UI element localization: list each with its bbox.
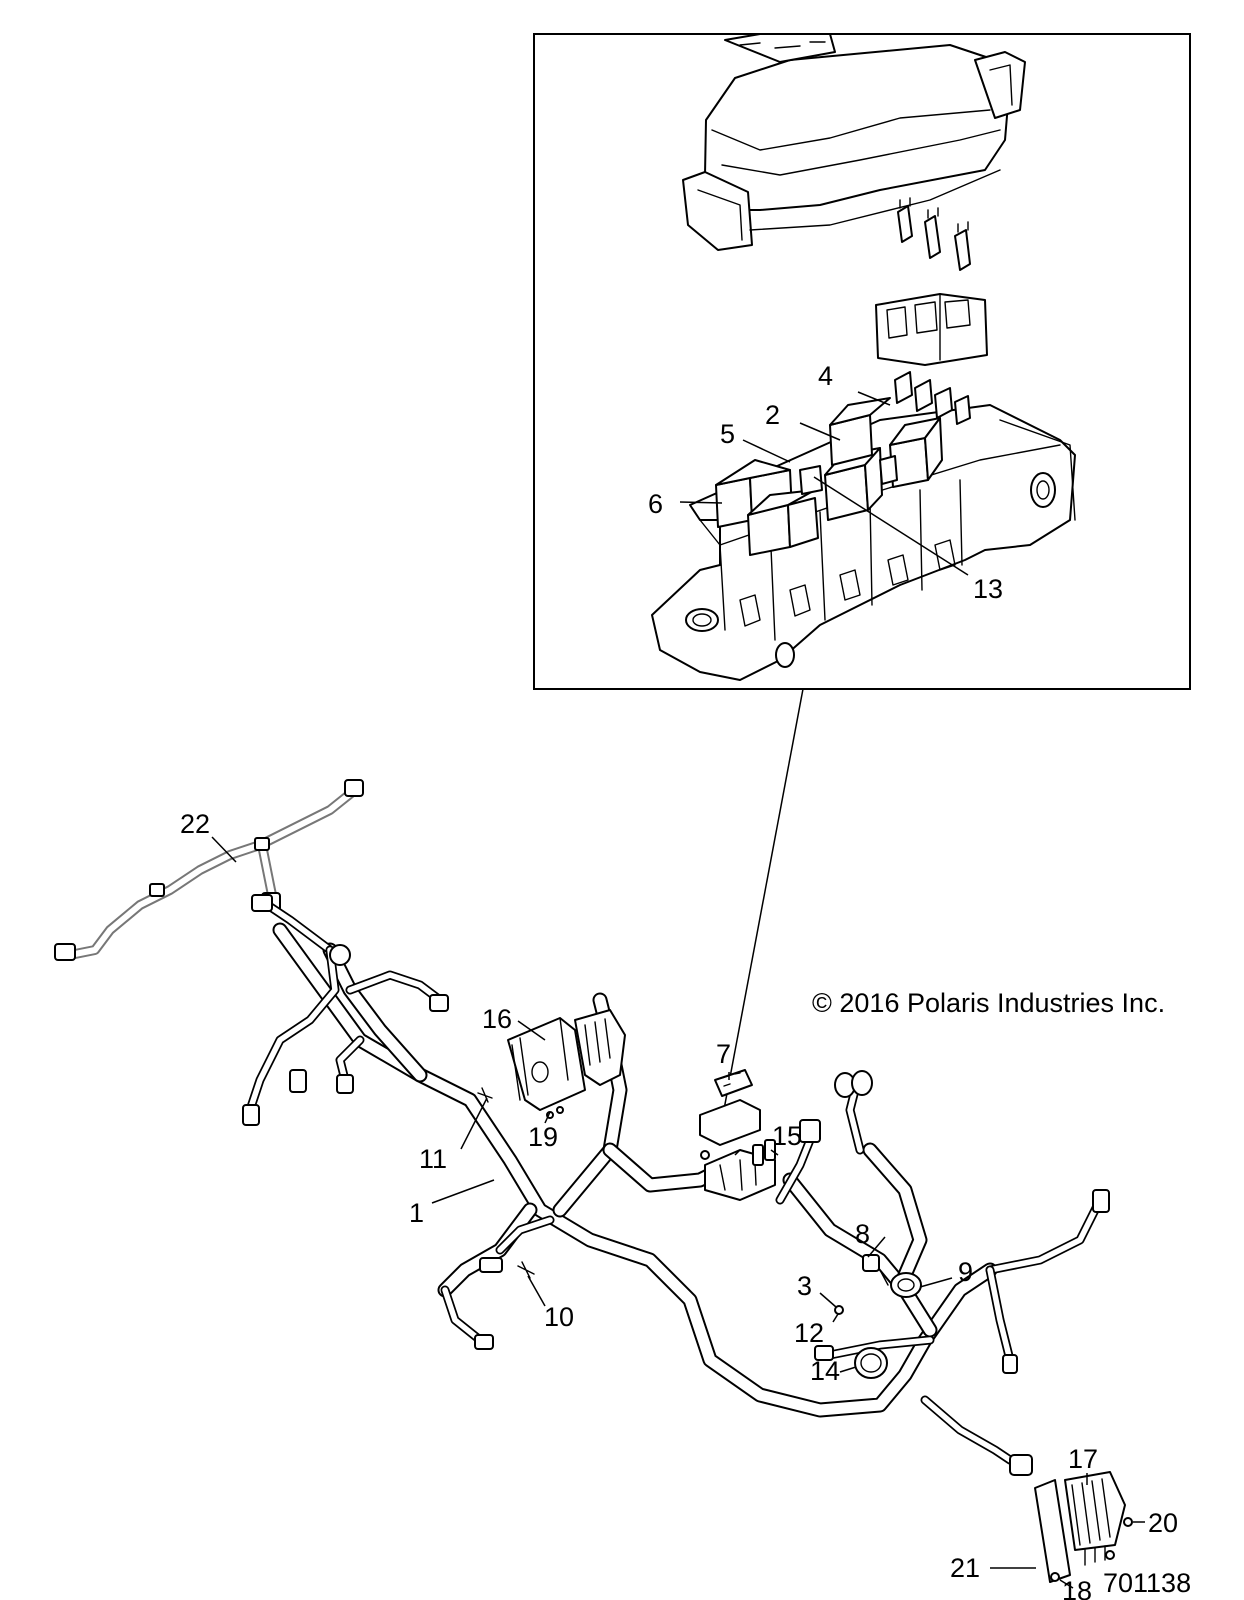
figure-number: 701138 xyxy=(1103,1568,1191,1598)
sub-harness-22 xyxy=(54,779,364,961)
callout-3: 3 xyxy=(797,1271,812,1301)
callout-labels: 4 2 5 6 13 22 16 7 15 11 19 1 8 9 3 10 1… xyxy=(180,361,1178,1600)
fuse-holder-block xyxy=(875,293,988,366)
callout-22: 22 xyxy=(180,809,210,839)
fuse-box-inset xyxy=(533,33,1191,690)
callout-7: 7 xyxy=(716,1039,731,1069)
callout-1: 1 xyxy=(409,1198,424,1228)
callout-19: 19 xyxy=(528,1122,558,1152)
callout-2: 2 xyxy=(765,400,780,430)
small-parts xyxy=(834,1254,889,1379)
main-harness-1 xyxy=(242,894,1110,1465)
callout-13: 13 xyxy=(973,574,1003,604)
callout-17: 17 xyxy=(1068,1444,1098,1474)
copyright-notice: © 2016 Polaris Industries Inc. xyxy=(812,988,1165,1018)
fuse-box-cover xyxy=(682,33,1026,251)
relays xyxy=(715,371,971,556)
part-3-screw xyxy=(879,1269,889,1286)
part-21-bracket xyxy=(1034,1479,1071,1583)
part-8-connector xyxy=(862,1254,880,1272)
part-20-screw xyxy=(1123,1517,1133,1527)
callout-15: 15 xyxy=(772,1121,802,1151)
fuse-box-on-harness xyxy=(699,1069,776,1201)
callout-4: 4 xyxy=(818,361,833,391)
callout-6: 6 xyxy=(648,489,663,519)
callout-leaders xyxy=(211,391,1145,1589)
part-14-grommet xyxy=(854,1347,888,1379)
inset-leader-line xyxy=(721,688,804,1121)
ecu-module-16 xyxy=(507,1009,626,1119)
callout-21: 21 xyxy=(950,1553,980,1583)
callout-8: 8 xyxy=(855,1219,870,1249)
callout-10: 10 xyxy=(544,1302,574,1332)
callout-14: 14 xyxy=(810,1356,840,1386)
callout-16: 16 xyxy=(482,1004,512,1034)
callout-12: 12 xyxy=(794,1318,824,1348)
callout-11: 11 xyxy=(419,1144,447,1174)
callout-18: 18 xyxy=(1062,1576,1092,1600)
part-12-nut xyxy=(834,1305,844,1315)
regulator-assembly xyxy=(1009,1454,1133,1583)
part-18-screw xyxy=(1050,1572,1060,1582)
callout-5: 5 xyxy=(720,419,735,449)
callout-20: 20 xyxy=(1148,1508,1178,1538)
fuses xyxy=(897,197,971,271)
callout-9: 9 xyxy=(958,1257,973,1287)
